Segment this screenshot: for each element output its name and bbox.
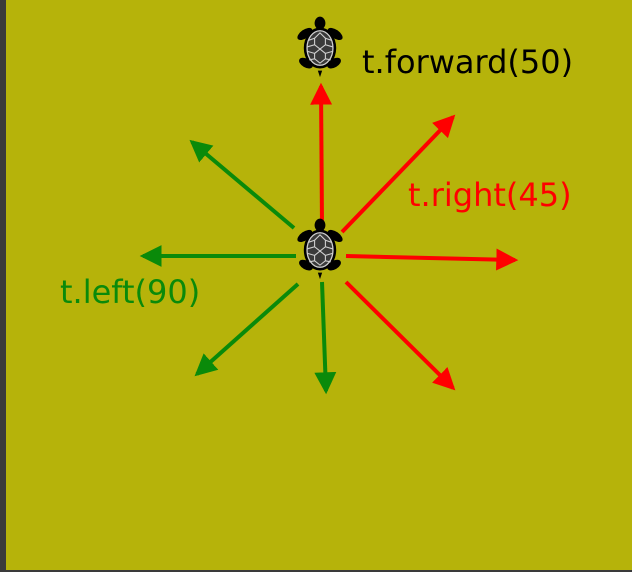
turtle-icon	[294, 16, 346, 78]
left-label: t.left(90)	[60, 273, 200, 311]
left-arrow-southwest	[194, 282, 300, 377]
left-arrow-northwest	[189, 139, 296, 230]
right-label: t.right(45)	[408, 176, 572, 214]
turtle-icon	[294, 218, 346, 280]
left-arrows	[139, 139, 337, 395]
right-arrows	[310, 82, 519, 391]
right-arrow-southeast	[344, 280, 456, 391]
right-arrow-northeast	[340, 114, 456, 234]
forward-arrow	[310, 82, 333, 227]
right-arrow-east	[345, 248, 519, 271]
forward-label: t.forward(50)	[362, 43, 573, 81]
left-arrow-south	[314, 281, 337, 395]
